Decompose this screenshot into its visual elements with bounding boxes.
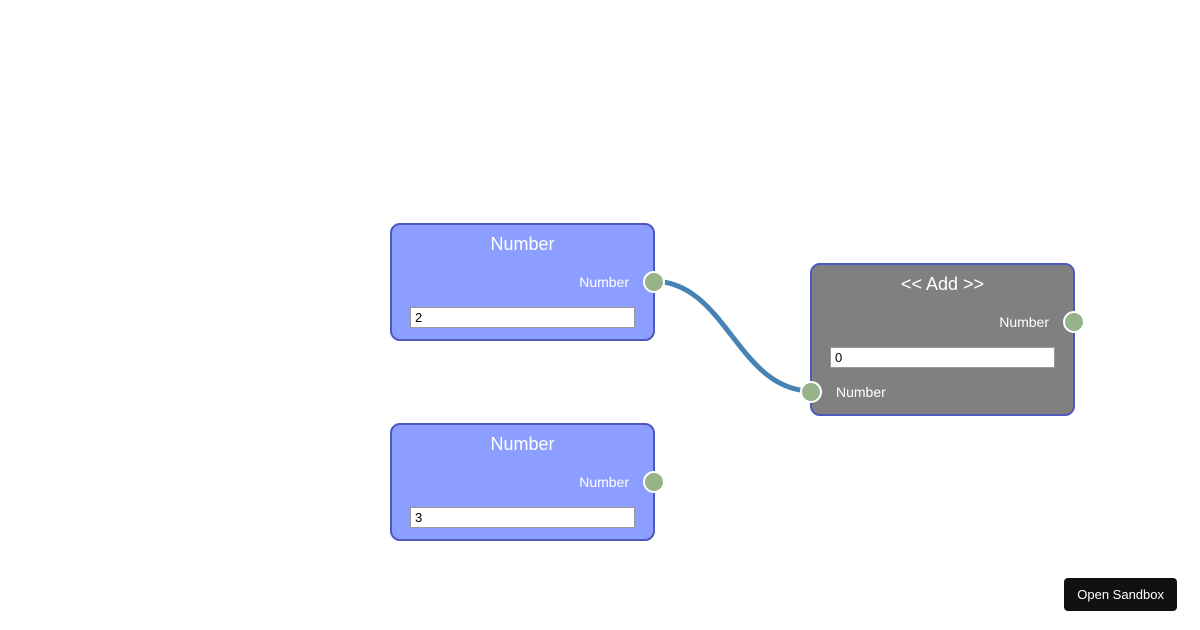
output-socket[interactable] xyxy=(643,471,665,493)
input-label: Number xyxy=(836,384,886,400)
output-label: Number xyxy=(999,314,1049,330)
number-value-input[interactable] xyxy=(410,507,635,528)
number-value-input[interactable] xyxy=(410,307,635,328)
output-socket[interactable] xyxy=(1063,311,1085,333)
node-title: Number xyxy=(490,434,555,454)
number-node-a[interactable]: Number Number xyxy=(390,223,665,341)
number-node-b[interactable]: Number Number xyxy=(390,423,665,541)
connection-number-to-add[interactable] xyxy=(649,278,815,394)
node-title: << Add >> xyxy=(900,274,985,294)
output-label: Number xyxy=(579,474,629,490)
add-node[interactable]: << Add >> Number Number xyxy=(800,263,1085,416)
output-socket[interactable] xyxy=(643,271,665,293)
add-value-input[interactable] xyxy=(830,347,1055,368)
input-socket[interactable] xyxy=(800,381,822,403)
node-title: Number xyxy=(490,234,555,254)
open-sandbox-button[interactable]: Open Sandbox xyxy=(1064,578,1177,611)
output-label: Number xyxy=(579,274,629,290)
